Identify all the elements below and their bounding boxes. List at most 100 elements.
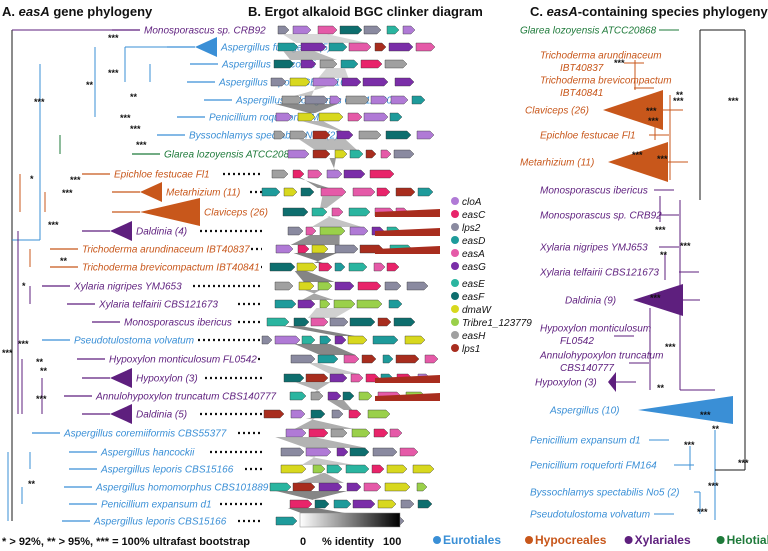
tree-c-leaf-label-line2: FL0542 <box>560 336 594 347</box>
gene-arrow <box>305 373 329 383</box>
gene-arrow <box>349 317 376 327</box>
bootstrap-support: *** <box>34 97 45 107</box>
order-swatch <box>716 536 725 544</box>
tree-c-leaf-label: Trichoderma arundinaceum <box>540 51 662 62</box>
gene-arrow <box>336 447 349 457</box>
gene-arrow <box>369 169 395 179</box>
legend-swatch <box>451 318 459 326</box>
gene-arrow <box>402 25 416 35</box>
order-label: Eurotiales <box>443 533 501 547</box>
gene-arrow <box>292 482 316 492</box>
bootstrap-support: *** <box>700 410 711 420</box>
gene-arrow <box>340 59 359 69</box>
collapsed-clade-triangle <box>110 368 132 388</box>
gene-arrow <box>386 262 400 272</box>
lps1-arrow <box>375 228 440 236</box>
gene-arrow <box>357 281 382 291</box>
gene-arrow <box>289 130 308 140</box>
gene-arrow <box>362 77 389 87</box>
gene-arrow <box>300 42 327 52</box>
gene-arrow <box>389 428 403 438</box>
tree-c-leaf-label-line2: IBT40841 <box>560 88 603 99</box>
tree-a-leaf-label: Xylaria nigripes YMJ653 <box>73 282 182 293</box>
collapsed-clade-triangle <box>608 142 668 182</box>
bootstrap-support: ** <box>712 424 720 434</box>
gene-arrow <box>270 77 287 87</box>
gene-arrow <box>388 42 414 52</box>
gene-arrow <box>326 464 343 474</box>
gene-arrow <box>307 169 323 179</box>
order-label: Hypocreales <box>535 533 607 547</box>
gene-arrow <box>334 281 355 291</box>
order-label: Helotiales <box>727 533 768 547</box>
gene-arrow <box>293 317 310 327</box>
gene-arrow <box>412 464 435 474</box>
tree-a-leaf-label: Monosporascus sp. CRB92 <box>144 26 266 37</box>
collapsed-clade-triangle <box>633 284 683 316</box>
order-swatch <box>624 536 633 544</box>
tree-a-leaf-label: Aspergillus hancockii <box>100 448 195 459</box>
tree-a-leaf-label: Pseudotulostoma volvatum <box>74 336 194 347</box>
gene-arrow <box>285 428 307 438</box>
bootstrap-support: *** <box>665 342 676 352</box>
gene-arrow <box>273 130 286 140</box>
gene-arrow <box>377 499 397 509</box>
clinker-diagram <box>261 25 440 526</box>
gene-arrow <box>292 25 312 35</box>
bootstrap-support: ** <box>28 479 36 489</box>
homology-link <box>301 121 343 131</box>
gene-arrow <box>350 373 364 383</box>
gene-arrow <box>283 373 305 383</box>
gene-arrow <box>277 25 290 35</box>
homology-link <box>302 290 334 300</box>
gene-arrow <box>330 428 348 438</box>
collapsed-clade-triangle <box>140 198 200 226</box>
gene-arrow <box>417 499 433 509</box>
gene-arrow <box>317 281 333 291</box>
tree-c-leaf-label: Hypoxylon monticulosum <box>540 324 651 335</box>
gene-arrow <box>342 391 355 401</box>
gene-arrow <box>358 391 373 401</box>
homology-link <box>275 437 367 448</box>
tree-a-leaf-label: Trichoderma brevicompactum IBT40841 <box>82 263 260 274</box>
tree-c-leaf-label-line2: IBT40837 <box>560 63 604 74</box>
tree-c-leaf-label: Xylaria nigripes YMJ653 <box>539 243 648 254</box>
tree-a-leaf-label: Penicillium roqueforti FM164 <box>209 113 336 124</box>
gene-arrow <box>329 95 342 105</box>
gene-arrow <box>274 281 294 291</box>
gene-arrow <box>287 226 304 236</box>
gene-arrow <box>393 149 415 159</box>
identity-gradient-bar <box>299 512 401 528</box>
gene-arrow <box>320 187 347 197</box>
homology-link <box>327 400 353 410</box>
identity-max-label: 100 <box>383 536 401 548</box>
homology-link <box>275 104 338 113</box>
gene-arrow <box>415 42 436 52</box>
gene-arrow <box>298 281 315 291</box>
lps1-arrow <box>375 375 440 383</box>
gene-arrow <box>386 25 400 35</box>
identity-scale: 0 % identity 100 <box>299 512 401 548</box>
bootstrap-support: ** <box>660 250 668 260</box>
gene-arrow <box>380 149 392 159</box>
gene-arrow <box>263 409 285 419</box>
tree-a-leaf-label: Metarhizium (11) <box>166 188 240 199</box>
tree-c-leaf-label: Penicillium expansum d1 <box>530 436 641 447</box>
gene-arrow <box>289 391 307 401</box>
gene-arrow <box>317 25 338 35</box>
tree-a-leaf-label: Epichloe festucae Fl1 <box>114 170 210 181</box>
gene-arrow <box>347 335 368 345</box>
gene-arrow <box>352 187 376 197</box>
tree-c-leaf-label: Pseudotulostoma volvatum <box>530 510 650 521</box>
gene-arrow <box>305 447 332 457</box>
gene-arrow <box>290 354 316 364</box>
gene-arrow <box>305 226 317 236</box>
bootstrap-support: ** <box>676 90 684 100</box>
gene-arrow <box>318 262 333 272</box>
gene-arrow <box>351 428 371 438</box>
gene-arrow <box>390 95 409 105</box>
tree-c-leaf-label: Monosporascus ibericus <box>540 186 648 197</box>
gene-arrow <box>389 112 403 122</box>
